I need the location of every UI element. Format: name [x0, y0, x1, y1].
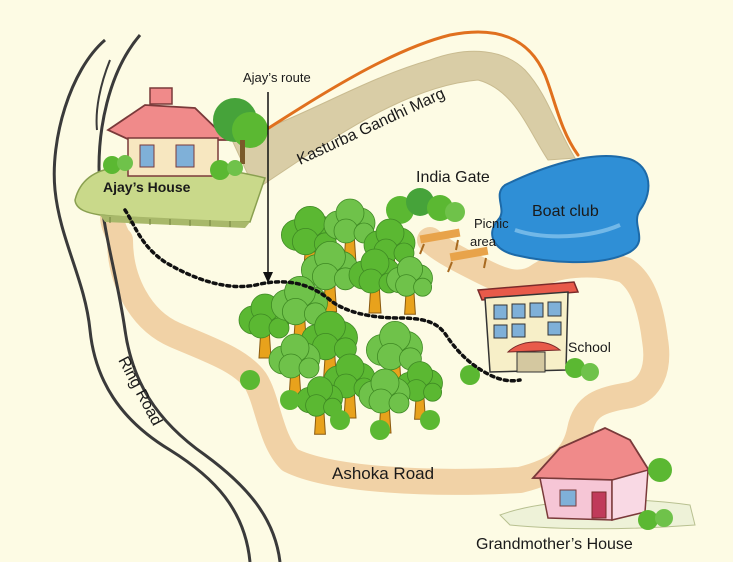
- label-ajays-route: Ajay’s route: [243, 70, 311, 85]
- bush-icon: [103, 155, 243, 180]
- ajays-house-window-2: [175, 144, 195, 168]
- shrub: [370, 420, 390, 440]
- tree-icon: [280, 206, 338, 278]
- label-boat-club: Boat club: [532, 203, 599, 220]
- shrub: [240, 370, 260, 390]
- orange-boundary-line: [248, 30, 580, 157]
- ajays-house-window: [139, 144, 155, 168]
- grandmothers-house-door: [591, 491, 607, 519]
- house-icon[interactable]: [106, 87, 231, 177]
- label-picnic-line2: area: [470, 234, 497, 249]
- ajays-house-chimney: [149, 87, 173, 105]
- label-ashoka-road: Ashoka Road: [332, 464, 434, 483]
- label-grandmothers-house: Grandmother’s House: [476, 536, 633, 553]
- grandmothers-house-icon[interactable]: [499, 427, 696, 530]
- tree-icon: [358, 368, 411, 434]
- tree-icon: [396, 361, 443, 420]
- arrow-icon: [263, 92, 273, 283]
- lake-shine: [514, 223, 621, 239]
- ajays-house-roof: [106, 104, 231, 141]
- shrub: [330, 410, 350, 430]
- tree-icon: [323, 198, 376, 264]
- ajays-route-path[interactable]: [123, 208, 522, 383]
- plateau-cliff: [100, 215, 250, 228]
- ring-road-curl: [95, 59, 111, 131]
- school-windows: [493, 301, 562, 339]
- kasturba-gandhi-marg-road[interactable]: [231, 50, 576, 191]
- label-school: School: [568, 339, 611, 355]
- school-door-awning: [506, 341, 562, 353]
- tree-icon: [386, 256, 433, 315]
- school-roof: [476, 281, 580, 301]
- shrub: [420, 410, 440, 430]
- label-india-gate: India Gate: [416, 169, 490, 186]
- tree-cluster: [238, 198, 443, 440]
- shrub: [280, 390, 300, 410]
- ring-road-line-outer: [52, 38, 252, 562]
- label-ajays-house: Ajay’s House: [103, 179, 191, 195]
- tree-icon: [213, 98, 268, 164]
- plateau-cliff-lines: [109, 217, 231, 227]
- ring-road-line-inner: [97, 34, 282, 562]
- tree-icon: [300, 240, 358, 313]
- school-door: [516, 351, 546, 373]
- tree-icon: [296, 376, 343, 435]
- school-icon[interactable]: [460, 281, 599, 385]
- grandmothers-house-window: [559, 489, 577, 507]
- ashoka-road-loop[interactable]: [107, 227, 670, 495]
- label-picnic-line1: Picnic: [474, 216, 509, 231]
- picnic-table-icon[interactable]: [419, 228, 489, 273]
- india-gate-bushes: [386, 188, 465, 224]
